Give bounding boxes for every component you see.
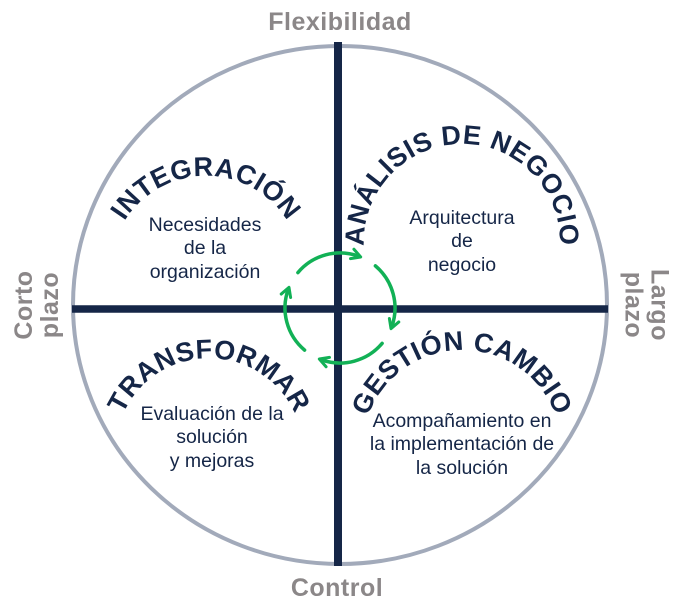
- cycle-arc-right: [373, 264, 401, 331]
- cycle-arc-bottom: [317, 341, 384, 369]
- axis-label-corto-plazo: Corto plazo: [9, 270, 64, 340]
- quadrant-subtitle-analisis-de-negocio: Arquitectura de negocio: [409, 206, 515, 276]
- axis-label-flexibilidad: Flexibilidad: [268, 7, 412, 36]
- axis-label-largo-plazo: Largo plazo: [619, 269, 674, 341]
- quadrant-subtitle-integracion: Necesidades de la organización: [148, 213, 262, 283]
- cycle-arc-left: [279, 285, 307, 352]
- cycle-arrows-icon: [279, 247, 401, 369]
- quadrant-subtitle-transformar: Evaluación de la solución y mejoras: [140, 402, 284, 472]
- axis-label-control: Control: [290, 573, 384, 602]
- quadrant-subtitle-gestion-cambio: Acompañamiento en la implementación de l…: [369, 409, 555, 479]
- quadrant-title-gestion-cambio: GESTIÓN CAMBIO: [346, 326, 579, 419]
- cycle-arc-top: [296, 247, 363, 275]
